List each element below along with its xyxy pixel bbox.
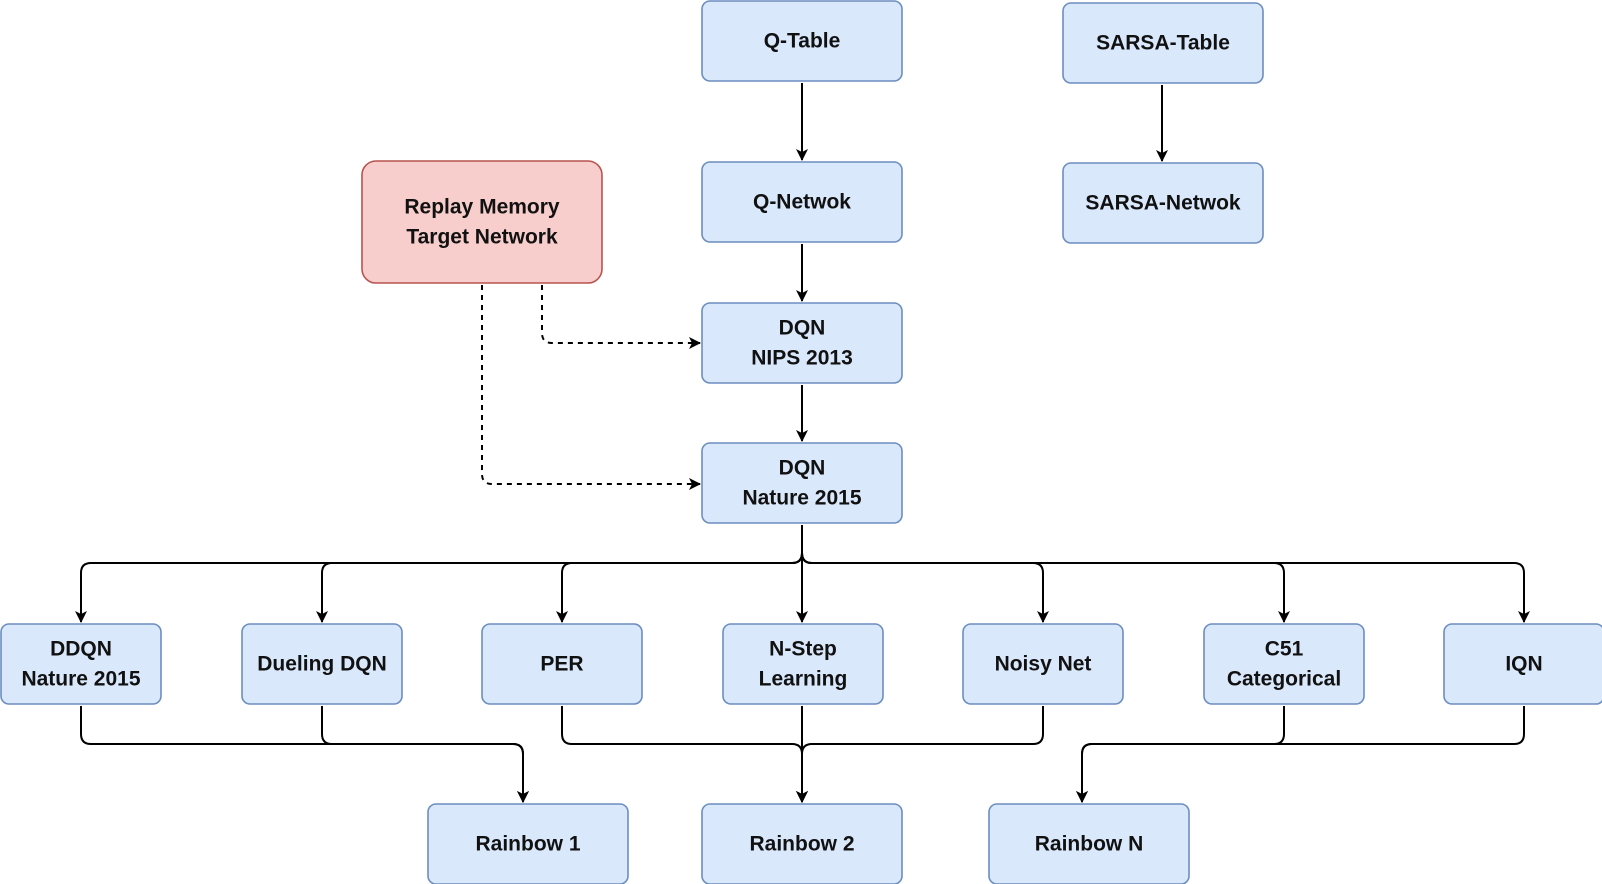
node-per: PER: [481, 623, 643, 705]
node-rainbow-2: Rainbow 2: [701, 803, 903, 884]
node-label-ddqn-line-1: DDQN: [50, 638, 112, 661]
node-box-iqn: [1443, 623, 1602, 705]
node-box-dueling-dqn: [241, 623, 403, 705]
node-label-dqn-nature-2015-line-2: Nature 2015: [742, 487, 861, 510]
node-box-rainbow-n: [988, 803, 1190, 884]
node-label-sarsa-network-line-1: SARSA-Netwok: [1085, 192, 1241, 215]
node-label-per-line-1: PER: [540, 653, 583, 676]
node-q-network: Q-Netwok: [701, 161, 903, 243]
edge-dqn-nature-2015-to-ddqn: [75, 525, 803, 623]
edge-dqn-nature-2015-to-per: [556, 525, 803, 623]
node-label-n-step-line-2: Learning: [759, 668, 848, 691]
node-label-n-step-line-1: N-Step: [769, 638, 837, 661]
edge-per-to-rainbow-2: [561, 706, 808, 803]
node-ddqn: DDQN Nature 2015: [0, 623, 162, 705]
node-label-sarsa-table-line-1: SARSA-Table: [1096, 32, 1230, 55]
node-label-c51-line-1: C51: [1265, 638, 1304, 661]
node-dqn-nature-2015: DQN Nature 2015: [701, 442, 903, 524]
node-label-dqn-nips-2013-line-2: NIPS 2013: [751, 347, 853, 370]
node-box-rainbow-1: [427, 803, 629, 884]
node-box-noisy-net: [962, 623, 1124, 705]
edge-dueling-dqn-to-rainbow-1: [321, 706, 529, 803]
node-label-rainbow-1-line-1: Rainbow 1: [475, 833, 580, 856]
node-noisy-net: Noisy Net: [962, 623, 1124, 705]
node-sarsa-network: SARSA-Netwok: [1062, 162, 1264, 244]
edge-c51-to-rainbow-n: [1076, 706, 1285, 803]
node-box-dqn-nips-2013: [701, 302, 903, 384]
edge-replay-memory-to-dqn-nips-2013: [541, 285, 701, 349]
node-box-dqn-nature-2015: [701, 442, 903, 524]
node-label-rainbow-2-line-1: Rainbow 2: [749, 833, 854, 856]
node-dueling-dqn: Dueling DQN: [241, 623, 403, 705]
node-dqn-nips-2013: DQN NIPS 2013: [701, 302, 903, 384]
node-label-q-network-line-1: Q-Netwok: [753, 191, 851, 214]
node-label-ddqn-line-2: Nature 2015: [21, 668, 140, 691]
node-box-per: [481, 623, 643, 705]
node-box-c51: [1203, 623, 1365, 705]
node-box-q-network: [701, 161, 903, 243]
node-label-q-table-line-1: Q-Table: [764, 30, 841, 53]
node-box-replay-memory: [361, 160, 603, 284]
node-rainbow-1: Rainbow 1: [427, 803, 629, 884]
node-sarsa-table: SARSA-Table: [1062, 2, 1264, 84]
node-box-sarsa-network: [1062, 162, 1264, 244]
node-label-replay-memory-line-1: Replay Memory: [404, 196, 560, 219]
node-box-sarsa-table: [1062, 2, 1264, 84]
node-label-rainbow-n-line-1: Rainbow N: [1035, 833, 1144, 856]
node-q-table: Q-Table: [701, 0, 903, 82]
node-label-dqn-nature-2015-line-1: DQN: [779, 457, 826, 480]
node-label-iqn-line-1: IQN: [1505, 653, 1542, 676]
edge-noisy-net-to-rainbow-2: [796, 706, 1044, 803]
edge-ddqn-to-rainbow-1: [80, 706, 529, 803]
node-label-dqn-nips-2013-line-1: DQN: [779, 317, 826, 340]
node-box-q-table: [701, 0, 903, 82]
node-box-n-step: [722, 623, 884, 705]
node-box-rainbow-2: [701, 803, 903, 884]
edge-replay-memory-to-dqn-nature-2015: [481, 285, 701, 490]
node-label-noisy-net-line-1: Noisy Net: [995, 653, 1092, 676]
node-label-replay-memory-line-2: Target Network: [406, 226, 558, 249]
node-label-c51-line-2: Categorical: [1227, 668, 1341, 691]
node-iqn: IQN: [1443, 623, 1602, 705]
node-label-dueling-dqn-line-1: Dueling DQN: [257, 653, 387, 676]
edge-dqn-nature-2015-to-noisy-net: [801, 525, 1049, 623]
edge-dqn-nature-2015-to-iqn: [801, 525, 1530, 623]
edge-iqn-to-rainbow-n: [1076, 706, 1525, 803]
node-rainbow-n: Rainbow N: [988, 803, 1190, 884]
node-box-ddqn: [0, 623, 162, 705]
